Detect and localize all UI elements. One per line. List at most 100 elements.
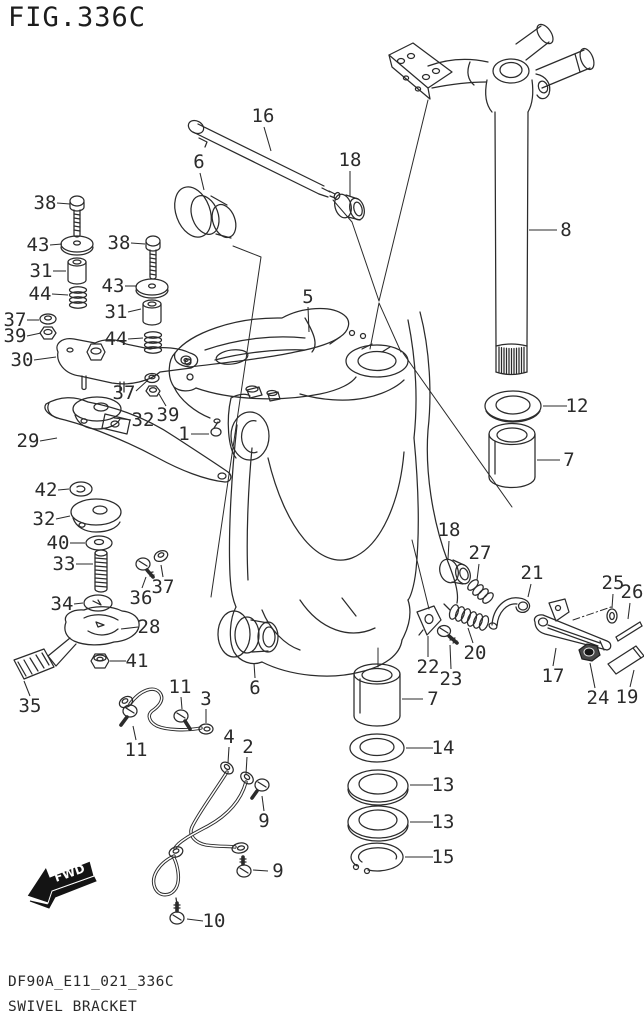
part-label-8-3: 8 [560, 219, 571, 241]
part-label-32-22: 32 [33, 508, 56, 530]
fwd-arrow-depth [29, 876, 97, 909]
part-label-3-50: 3 [200, 688, 211, 710]
leader-line-19-43 [629, 669, 635, 688]
leader-line-37-26 [160, 564, 164, 578]
part-label-17-41: 17 [542, 665, 565, 687]
leader-line-6-1 [199, 172, 205, 191]
leader-line-32-22 [55, 515, 71, 520]
part-label-34-27: 34 [51, 593, 74, 615]
leader-line-11-51 [132, 725, 137, 741]
bolt-38-left-drawing [69, 195, 85, 238]
steering-yoke-drawing [388, 23, 595, 113]
leader-line-23-40 [449, 644, 452, 670]
washer-43-left-drawing [60, 235, 94, 256]
spring-44-left-drawing [68, 286, 88, 309]
pin-26-drawing [615, 621, 643, 642]
figure-part-name: SWIVEL BRACKET [8, 999, 138, 1015]
part-label-12-31: 12 [566, 395, 589, 417]
leader-line-2-53 [245, 756, 248, 775]
part-label-13-46: 13 [432, 774, 455, 796]
part-label-41-29: 41 [126, 650, 149, 672]
part-label-25-36: 25 [602, 572, 625, 594]
part-label-20-38: 20 [464, 642, 487, 664]
washer-25-drawing [606, 608, 618, 624]
spacer-31-left-drawing [67, 257, 87, 285]
leader-line-4-52 [227, 746, 230, 764]
part-label-43-11: 43 [102, 275, 125, 297]
spring-44-right-drawing [143, 331, 163, 354]
part-label-31-6: 31 [30, 260, 53, 282]
leader-line-16-0 [263, 126, 272, 152]
part-label-5-15: 5 [302, 286, 313, 308]
figure-part-code: DF90A_E11_021_336C [8, 974, 175, 990]
mount-32-lower-drawing [70, 498, 122, 533]
leader-line-25-36 [611, 593, 614, 609]
part-label-11-49: 11 [169, 676, 192, 698]
leader-line-39-18 [158, 393, 167, 407]
lock-axis-line [572, 606, 612, 621]
leader-line-37-16 [135, 379, 149, 392]
part-label-39-9: 39 [4, 325, 27, 347]
fwd-direction-marker: FWD [26, 860, 97, 909]
leader-line-34-27 [73, 602, 84, 605]
washer-37-mid-drawing [144, 372, 160, 384]
part-label-37-8: 37 [4, 309, 27, 331]
part-label-30-14: 30 [11, 349, 34, 371]
part-label-29-20: 29 [17, 430, 40, 452]
part-label-22-39: 22 [417, 656, 440, 678]
ground-cable-2-4-drawing [152, 761, 254, 905]
part-label-21-35: 21 [521, 562, 544, 584]
part-label-44-13: 44 [105, 328, 128, 350]
part-label-6-1: 6 [193, 151, 204, 173]
part-label-10-56: 10 [203, 910, 226, 932]
stud-33-drawing [94, 549, 108, 593]
part-label-14-45: 14 [432, 737, 455, 759]
swivel-shaft-drawing [494, 111, 529, 376]
part-label-4-52: 4 [223, 726, 234, 748]
leader-line-36-25 [141, 576, 147, 589]
leader-line-10-56 [186, 918, 204, 922]
part-label-19-43: 19 [616, 686, 639, 708]
bolt-38-right-drawing [145, 235, 161, 280]
washer-14-drawing [349, 733, 405, 763]
washer-13-upper-drawing [347, 769, 409, 806]
leader-line-5-15 [307, 306, 310, 333]
bushing-18-lower-drawing [439, 558, 471, 585]
screw-11-right-drawing [173, 709, 192, 731]
leader-line-42-21 [57, 488, 70, 491]
nut-39-mid-drawing [145, 385, 161, 397]
snap-ring-15-drawing [350, 842, 404, 875]
spacer-31-right-drawing [142, 299, 162, 326]
lock-lever-17-drawing [533, 598, 612, 651]
leader-line-27-34 [476, 563, 480, 581]
part-label-13-47: 13 [432, 811, 455, 833]
nut-24-drawing [578, 643, 601, 662]
leader-line-44-13 [127, 337, 144, 340]
tilt-rod-16-drawing [187, 119, 341, 201]
part-label-28-28: 28 [138, 616, 161, 638]
leader-line-9-55 [252, 869, 269, 872]
grommet-42-drawing [69, 481, 93, 497]
screw-11-left-drawing [119, 704, 138, 727]
grip-35-drawing [13, 648, 55, 680]
part-label-35-30: 35 [19, 695, 42, 717]
part-label-36-25: 36 [130, 587, 153, 609]
part-label-1-19: 1 [178, 423, 189, 445]
leader-line-17-41 [552, 647, 557, 667]
part-label-18-2: 18 [339, 149, 362, 171]
lever-28-drawing [47, 606, 140, 667]
part-label-15-48: 15 [432, 846, 455, 868]
part-label-24-42: 24 [587, 687, 610, 709]
leader-line-43-5 [49, 243, 63, 246]
leader-line-31-12 [127, 308, 142, 313]
leader-line-11-49 [180, 696, 183, 710]
washer-37-left-drawing [39, 313, 57, 325]
leader-line-30-14 [33, 356, 57, 361]
part-label-43-5: 43 [27, 234, 50, 256]
assembly-pointer-lines [210, 99, 513, 668]
leader-line-29-20 [39, 437, 58, 442]
spring-20-drawing [443, 603, 490, 631]
